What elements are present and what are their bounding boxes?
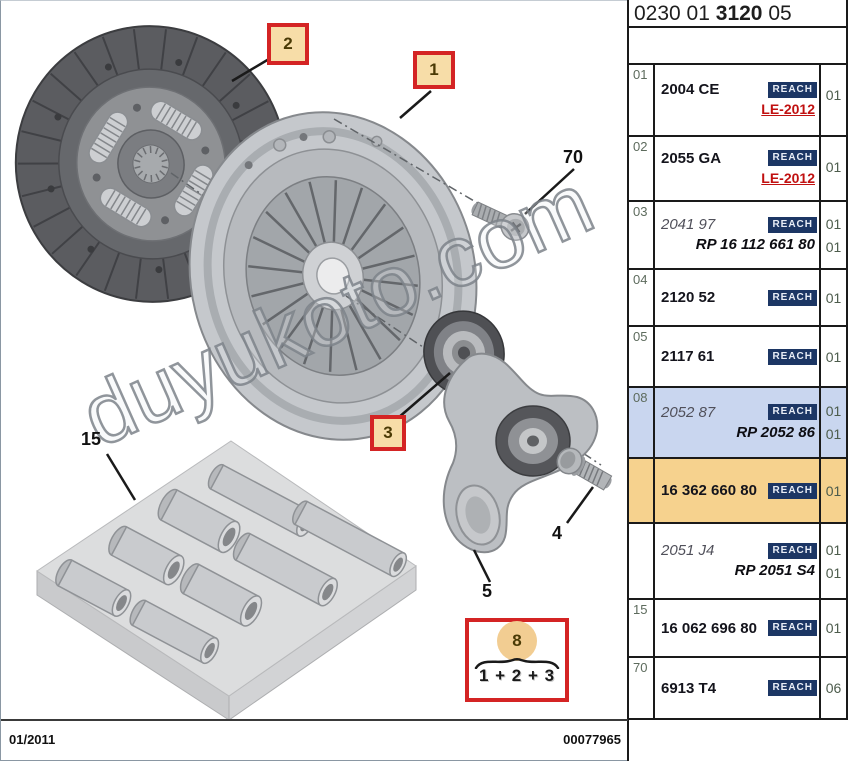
- qty-value: 01: [825, 348, 842, 365]
- part-code: 2117 61: [661, 348, 715, 365]
- callout-2[interactable]: 2: [267, 23, 309, 65]
- reach-badge[interactable]: REACH: [768, 348, 817, 365]
- footer-document-number: 00077965: [563, 732, 621, 747]
- qty-value-2: 01: [825, 238, 842, 255]
- qty-value: 01: [825, 482, 842, 499]
- qty-value: 01: [825, 620, 842, 636]
- row-ref: 04: [629, 270, 655, 325]
- part-code: 2041 97: [661, 216, 716, 233]
- row-ref: 01: [629, 65, 655, 135]
- reach-badge[interactable]: REACH: [768, 150, 817, 166]
- part-code: 2004 CE: [661, 81, 720, 98]
- kit-legend-formula: 1 + 2 + 3: [478, 666, 556, 685]
- release-fork-drawing: [442, 352, 599, 554]
- table-row[interactable]: 2051 J4 REACH RP 2051 S4 01 01: [629, 524, 846, 600]
- row-ref: 02: [629, 137, 655, 200]
- table-row[interactable]: 70 6913 T4 REACH 06: [629, 658, 846, 720]
- callout-3[interactable]: 3: [370, 415, 406, 451]
- row-ref: [629, 524, 655, 598]
- footer-divider: [1, 719, 628, 721]
- reach-badge[interactable]: REACH: [768, 289, 817, 306]
- bolt-drawing: [556, 447, 613, 491]
- table-row[interactable]: 01 2004 CE REACH LE-2012 01: [629, 65, 846, 137]
- page-code-pre: 0230 01: [634, 2, 710, 25]
- qty-value: 01: [825, 541, 842, 558]
- reach-badge[interactable]: REACH: [768, 680, 817, 696]
- reach-badge[interactable]: REACH: [768, 404, 817, 420]
- table-row[interactable]: 05 2117 61 REACH 01: [629, 327, 846, 388]
- parts-diagram: [14, 25, 613, 721]
- qty-value-2: 01: [825, 564, 842, 581]
- qty-value: 01: [825, 159, 842, 175]
- le-link[interactable]: LE-2012: [761, 169, 815, 186]
- replacement-code: RP 2052 86: [736, 423, 815, 441]
- row-ref: 70: [629, 658, 655, 718]
- diagram-panel: duyukoto.com 2 1 3 70 15 4 5 8 1 + 2 + 3…: [0, 0, 628, 761]
- callout-2-label: 2: [283, 34, 293, 53]
- table-row[interactable]: 02 2055 GA REACH LE-2012 01: [629, 137, 846, 202]
- page-code-header: 0230 01 3120 05: [629, 0, 846, 28]
- table-row-selected[interactable]: 16 362 660 80 REACH 01: [629, 459, 846, 524]
- parts-table: 0230 01 3120 05 01 2004 CE REACH LE-2012…: [627, 0, 848, 761]
- row-ref: 03: [629, 202, 655, 268]
- page-code-post: 05: [768, 2, 792, 25]
- qty-value: 01: [825, 403, 842, 419]
- callout-3-label: 3: [383, 423, 393, 442]
- label-70: 70: [563, 147, 584, 167]
- screw-drawing: [471, 201, 530, 241]
- part-code: 2055 GA: [661, 149, 722, 167]
- table-row[interactable]: 15 16 062 696 80 REACH 01: [629, 600, 846, 658]
- reach-badge[interactable]: REACH: [768, 482, 817, 499]
- le-link[interactable]: LE-2012: [761, 101, 815, 117]
- leader-lines: [105, 57, 595, 583]
- row-ref: 05: [629, 327, 655, 386]
- label-4: 4: [552, 523, 563, 543]
- label-5: 5: [482, 581, 493, 601]
- row-ref: 15: [629, 600, 655, 656]
- reach-badge[interactable]: REACH: [768, 620, 817, 636]
- table-row-highlighted[interactable]: 08 2052 87 REACH RP 2052 86 01 01: [629, 388, 846, 459]
- label-15: 15: [81, 429, 102, 449]
- qty-value: 06: [825, 680, 842, 696]
- part-code: 16 362 660 80: [661, 482, 757, 499]
- part-code: 2120 52: [661, 289, 716, 306]
- kit-legend-ref: 8: [497, 621, 537, 661]
- qty-value: 01: [825, 289, 842, 306]
- sleeve-tray-drawing: [36, 440, 417, 721]
- part-code: 2052 87: [661, 403, 716, 421]
- table-row[interactable]: 03 2041 97 REACH RP 16 112 661 80 01 01: [629, 202, 846, 270]
- pressure-plate-drawing: [188, 111, 478, 441]
- page-code-bold: 3120: [715, 2, 763, 25]
- reach-badge[interactable]: REACH: [768, 81, 817, 98]
- table-spacer-row: [629, 28, 846, 65]
- replacement-code: RP 2051 S4: [734, 562, 815, 579]
- kit-legend: 8 1 + 2 + 3: [465, 618, 569, 702]
- qty-value-2: 01: [825, 426, 842, 442]
- brace-icon: [474, 658, 560, 669]
- reach-badge[interactable]: REACH: [768, 216, 817, 233]
- kit-legend-ref-label: 8: [512, 631, 522, 650]
- qty-value: 01: [825, 87, 842, 103]
- replacement-code: RP 16 112 661 80: [695, 236, 815, 253]
- qty-value: 01: [825, 215, 842, 232]
- callout-1-label: 1: [429, 60, 439, 79]
- callout-1[interactable]: 1: [413, 51, 455, 89]
- part-code: 2051 J4: [661, 542, 715, 559]
- row-ref: [629, 459, 655, 522]
- part-code: 6913 T4: [661, 679, 717, 697]
- part-code: 16 062 696 80: [661, 619, 757, 637]
- row-ref: 08: [629, 388, 655, 457]
- reach-badge[interactable]: REACH: [768, 542, 817, 559]
- table-row[interactable]: 04 2120 52 REACH 01: [629, 270, 846, 327]
- footer-date: 01/2011: [9, 732, 56, 747]
